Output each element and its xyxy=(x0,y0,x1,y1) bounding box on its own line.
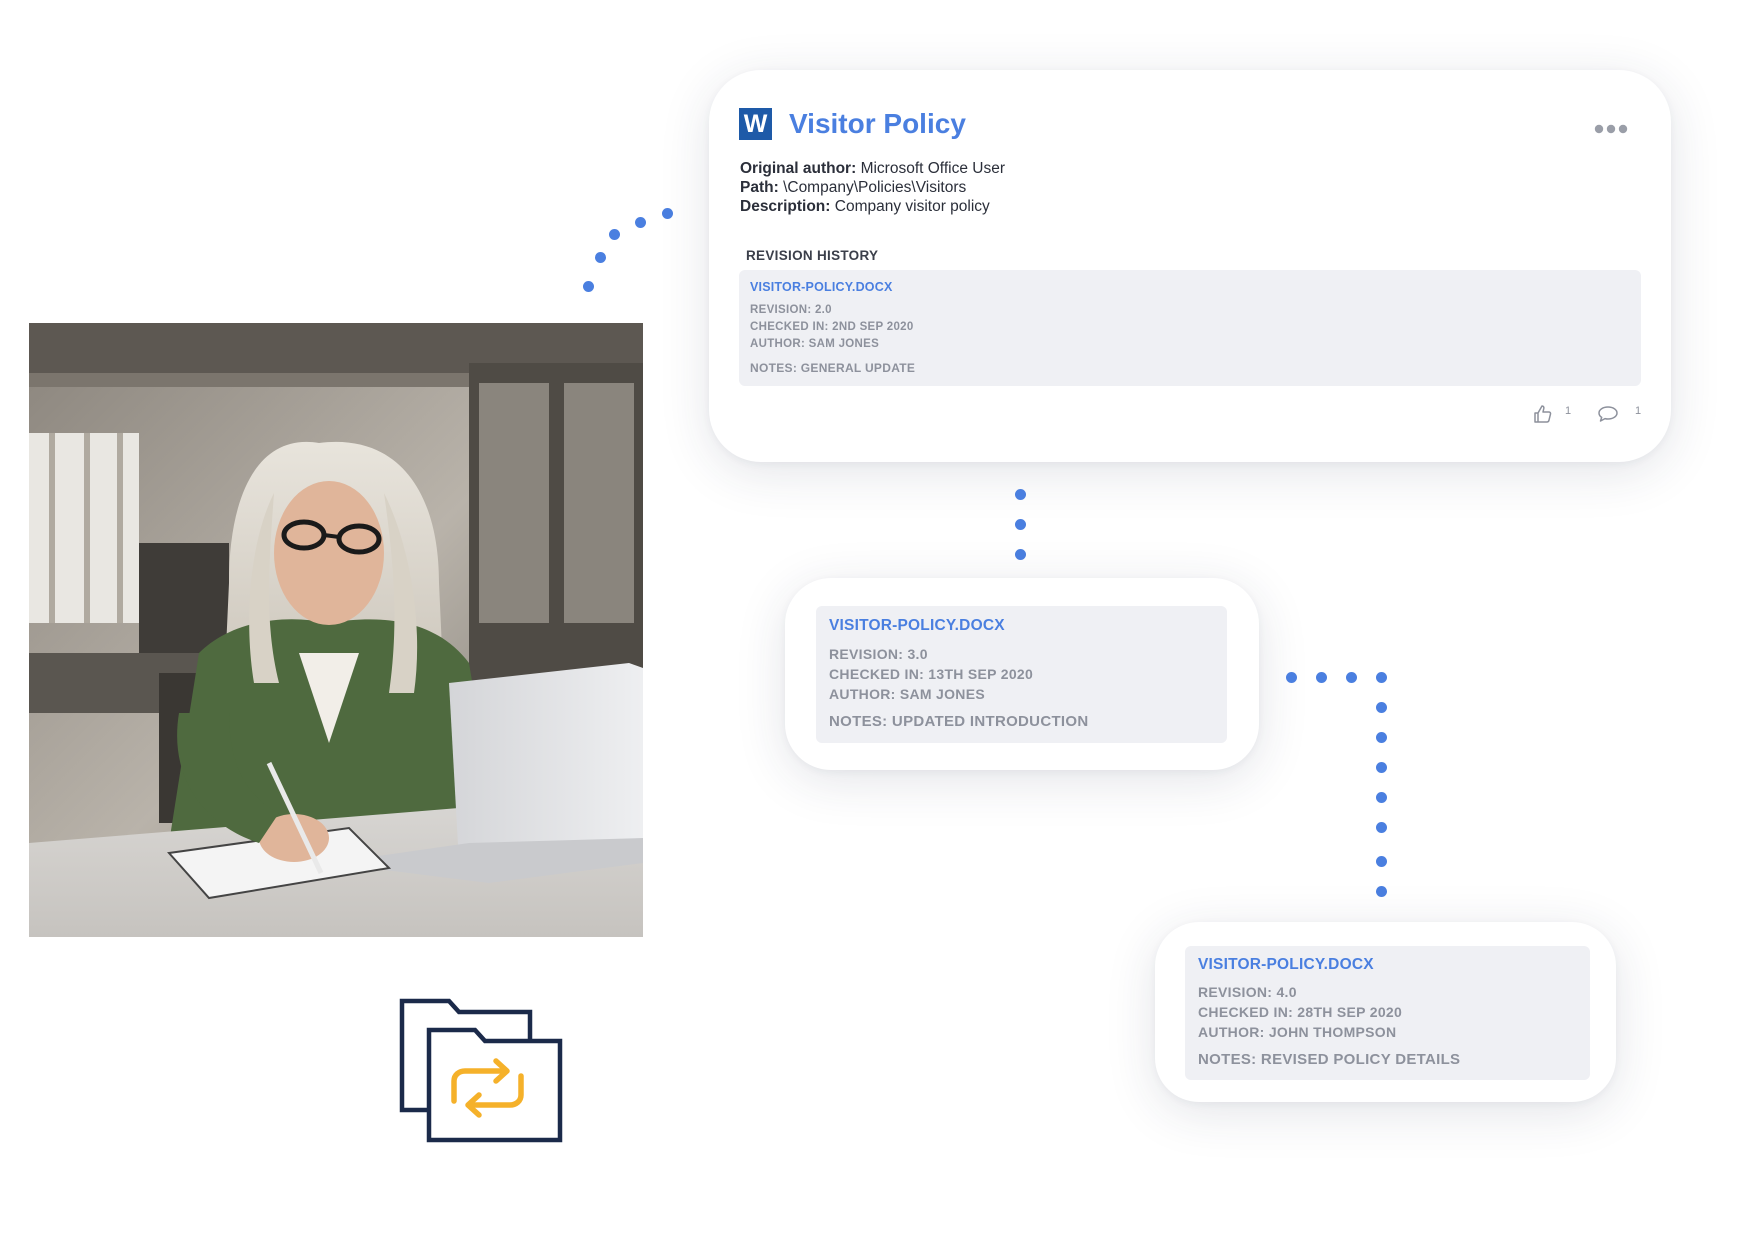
revision-number: REVISION: 2.0 xyxy=(750,304,832,316)
woman-at-laptop-photo xyxy=(29,323,643,937)
revision-entry[interactable]: VISITOR-POLICY.DOCX REVISION: 4.0 CHECKE… xyxy=(1185,946,1590,1080)
revision-filename[interactable]: VISITOR-POLICY.DOCX xyxy=(1198,956,1374,973)
revision-filename[interactable]: VISITOR-POLICY.DOCX xyxy=(750,280,893,294)
document-card: W Visitor Policy Original author: Micros… xyxy=(709,70,1671,462)
original-author: Original author: Microsoft Office User xyxy=(740,160,1005,177)
revision-checked-in: CHECKED IN: 13TH SEP 2020 xyxy=(829,666,1034,682)
comment-count: 1 xyxy=(1635,405,1642,417)
revision-notes: NOTES: GENERAL UPDATE xyxy=(750,361,916,375)
revision-author: AUTHOR: SAM JONES xyxy=(829,686,985,702)
revision-checked-in: CHECKED IN: 2ND SEP 2020 xyxy=(750,321,914,333)
revision-card-3: VISITOR-POLICY.DOCX REVISION: 4.0 CHECKE… xyxy=(1155,922,1616,1102)
thumbs-up-icon xyxy=(1533,404,1553,429)
revision-checked-in: CHECKED IN: 28TH SEP 2020 xyxy=(1198,1004,1403,1020)
revision-author: AUTHOR: JOHN THOMPSON xyxy=(1198,1024,1397,1040)
revision-filename[interactable]: VISITOR-POLICY.DOCX xyxy=(829,617,1005,634)
revision-notes: NOTES: REVISED POLICY DETAILS xyxy=(1198,1051,1461,1068)
folder-sync-icon xyxy=(399,998,565,1144)
document-title[interactable]: Visitor Policy xyxy=(789,108,966,139)
revision-entry[interactable]: VISITOR-POLICY.DOCX REVISION: 3.0 CHECKE… xyxy=(816,606,1227,743)
comment-icon xyxy=(1597,404,1619,429)
like-count: 1 xyxy=(1565,405,1572,417)
revision-notes: NOTES: UPDATED INTRODUCTION xyxy=(829,713,1089,730)
revision-author: AUTHOR: SAM JONES xyxy=(750,338,880,350)
revision-number: REVISION: 4.0 xyxy=(1198,984,1297,1000)
document-path: Path: \Company\Policies\Visitors xyxy=(740,179,967,196)
document-description: Description: Company visitor policy xyxy=(740,198,990,215)
word-doc-icon: W xyxy=(739,108,772,140)
revision-entry[interactable]: VISITOR-POLICY.DOCX REVISION: 2.0 CHECKE… xyxy=(739,270,1641,386)
more-horizontal-icon[interactable] xyxy=(1593,122,1629,134)
revision-history-heading: REVISION HISTORY xyxy=(746,248,879,263)
revision-card-2: VISITOR-POLICY.DOCX REVISION: 3.0 CHECKE… xyxy=(785,578,1259,770)
revision-number: REVISION: 3.0 xyxy=(829,646,928,662)
